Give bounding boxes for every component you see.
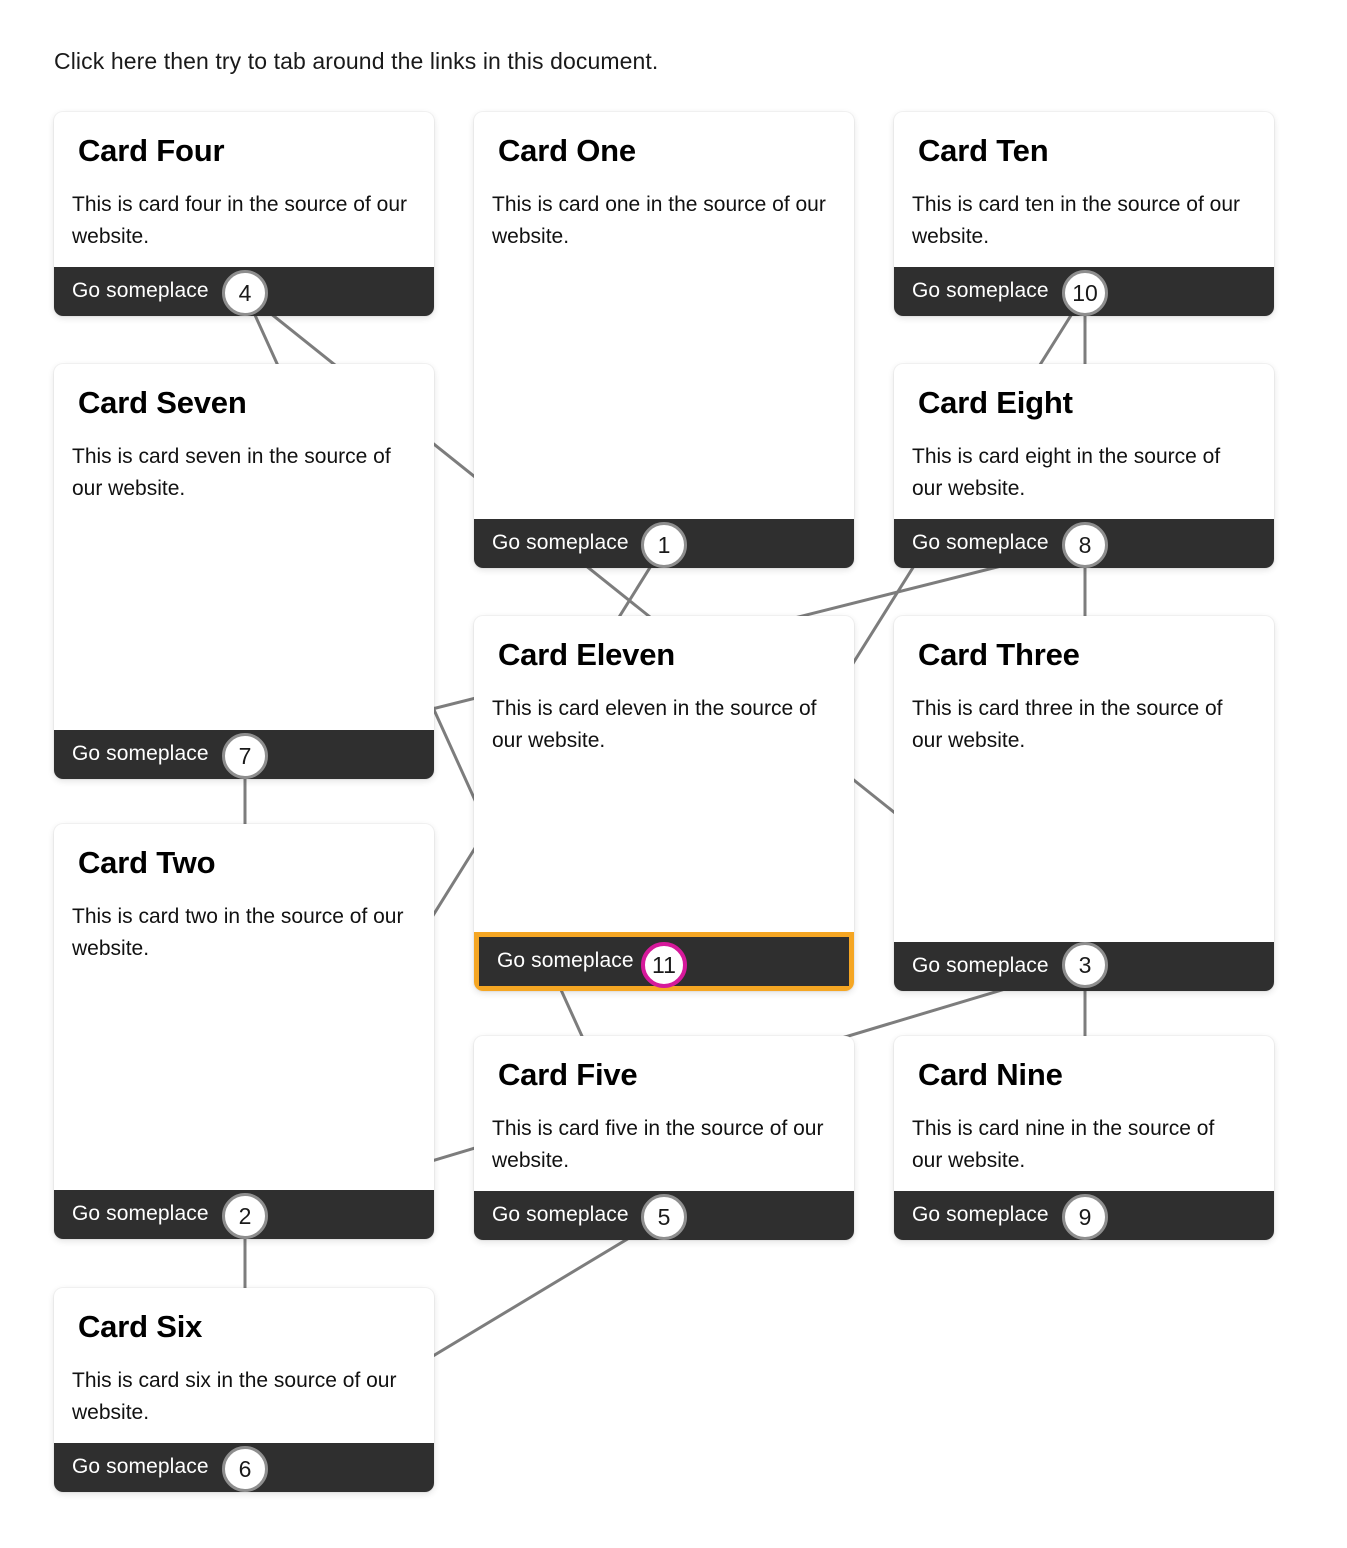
card-body-text: This is card one in the source of our we… xyxy=(492,193,826,248)
card-title: Card Three xyxy=(918,637,1080,672)
card-title: Card Six xyxy=(78,1309,203,1344)
tab-order-number: 3 xyxy=(1078,951,1092,978)
tab-order-marker: 7 xyxy=(222,733,268,779)
card-body-text: This is card three in the source of our … xyxy=(912,697,1223,752)
tab-order-number: 8 xyxy=(1078,531,1092,558)
tab-order-number: 6 xyxy=(238,1455,252,1482)
tab-order-number: 1 xyxy=(657,531,671,558)
instruction-text: Click here then try to tab around the li… xyxy=(54,48,659,74)
tab-order-number: 9 xyxy=(1078,1203,1092,1230)
card-title: Card Five xyxy=(498,1057,638,1092)
tab-order-marker: 10 xyxy=(1062,270,1108,316)
card-title: Card Seven xyxy=(78,385,247,420)
tab-order-marker: 8 xyxy=(1062,522,1108,568)
tab-order-marker: 11 xyxy=(641,942,687,988)
card-title: Card Two xyxy=(78,845,216,880)
tab-order-number: 2 xyxy=(238,1202,252,1229)
card-title: Card Eleven xyxy=(498,637,675,672)
card-body-text: This is card eleven in the source of our… xyxy=(492,697,817,752)
tab-order-marker: 5 xyxy=(641,1194,687,1240)
card-body-text: This is card six in the source of our we… xyxy=(72,1369,397,1424)
tab-order-number: 10 xyxy=(1072,279,1098,306)
tab-order-marker: 6 xyxy=(222,1446,268,1492)
tab-order-marker: 3 xyxy=(1062,942,1108,988)
card-body-text: This is card four in the source of our w… xyxy=(72,193,407,248)
tab-order-number: 4 xyxy=(238,279,252,306)
card-body-text: This is card ten in the source of our we… xyxy=(912,193,1240,248)
tab-order-marker: 4 xyxy=(222,270,268,316)
tab-order-number: 11 xyxy=(652,951,676,978)
card-body-text: This is card nine in the source of our w… xyxy=(912,1117,1215,1172)
card-title: Card Ten xyxy=(918,133,1049,168)
card-body-text: This is card two in the source of our we… xyxy=(72,905,404,960)
tab-order-marker: 2 xyxy=(222,1193,268,1239)
tab-order-number: 7 xyxy=(238,742,252,769)
tab-order-marker: 1 xyxy=(641,522,687,568)
card-body-text: This is card seven in the source of our … xyxy=(72,445,391,500)
tab-order-number: 5 xyxy=(657,1203,671,1230)
card-body-text: This is card eight in the source of our … xyxy=(912,445,1221,500)
card-body-text: This is card five in the source of our w… xyxy=(492,1117,824,1172)
card-title: Card Eight xyxy=(918,385,1073,420)
card-title: Card Nine xyxy=(918,1057,1063,1092)
card-title: Card One xyxy=(498,133,636,168)
card-title: Card Four xyxy=(78,133,225,168)
tab-order-marker: 9 xyxy=(1062,1194,1108,1240)
